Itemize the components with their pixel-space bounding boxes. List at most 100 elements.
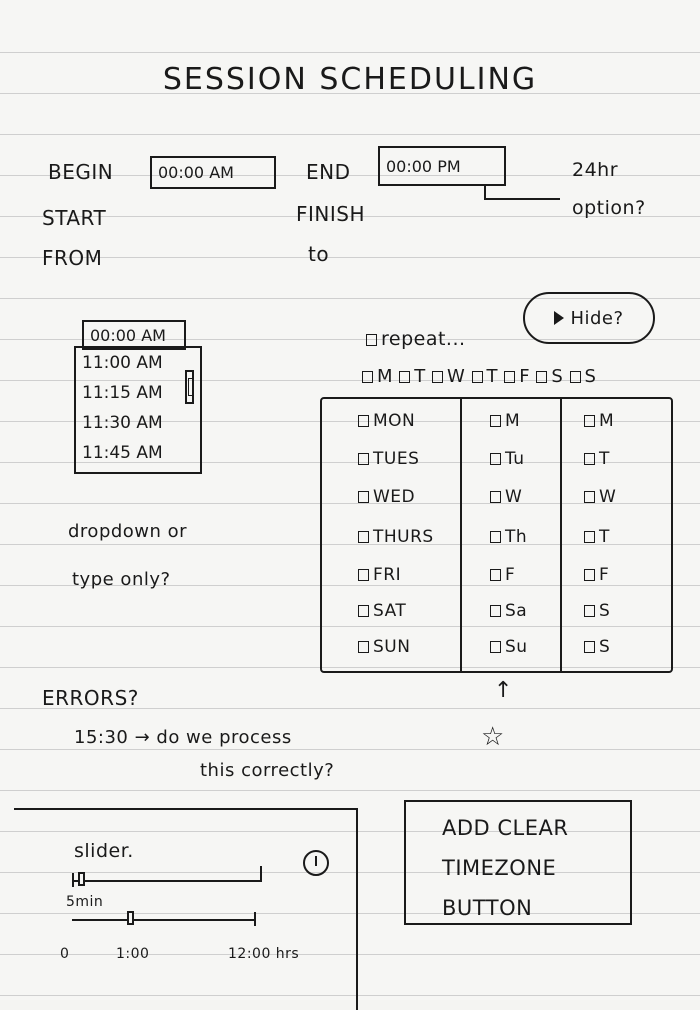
checkbox-icon[interactable] — [584, 491, 595, 503]
dropdown-selected[interactable]: 00:00 AM — [82, 320, 186, 350]
dropdown-list[interactable]: 11:00 AM 11:15 AM 11:30 AM 11:45 AM — [74, 346, 202, 474]
day-cell-label: F — [599, 565, 610, 585]
checkbox-icon[interactable] — [490, 531, 501, 543]
dropdown-scrollbar[interactable] — [185, 370, 194, 404]
todo-box: ADD CLEAR TIMEZONE BUTTON — [404, 800, 632, 925]
checkbox-icon[interactable] — [358, 453, 369, 465]
checkbox-icon[interactable] — [358, 415, 369, 427]
slider-thumb[interactable] — [77, 872, 85, 886]
day-cell[interactable]: M — [490, 411, 520, 431]
dropdown-option[interactable]: 11:15 AM — [82, 383, 163, 403]
day-cell-label: Th — [505, 527, 528, 547]
day-cell[interactable]: T — [584, 449, 610, 469]
up-arrow-icon: ↑ — [494, 678, 513, 703]
note-24hr-line2: option? — [572, 197, 646, 219]
day-cell[interactable]: FRI — [358, 565, 401, 585]
begin-time-field[interactable] — [158, 163, 268, 182]
finish-label: FINISH — [296, 202, 365, 226]
day-cell[interactable]: SAT — [358, 601, 406, 621]
day-cell[interactable]: S — [584, 637, 610, 657]
day-cell[interactable]: T — [584, 527, 610, 547]
day-cell[interactable]: W — [490, 487, 522, 507]
day-cell[interactable]: F — [584, 565, 609, 585]
day-letter: M — [377, 366, 394, 387]
dropdown-option[interactable]: 11:00 AM — [82, 353, 163, 373]
day-letter: F — [519, 366, 531, 387]
checkbox-icon[interactable] — [490, 641, 501, 653]
hide-button[interactable]: Hide? — [523, 292, 655, 344]
slider-track[interactable] — [72, 919, 256, 921]
slider-track[interactable] — [72, 880, 262, 882]
checkbox-icon[interactable] — [490, 415, 501, 427]
day-cell[interactable]: MON — [358, 411, 415, 431]
slider-thumb[interactable] — [127, 911, 135, 925]
day-cell[interactable]: Tu — [490, 449, 525, 469]
dropdown-option[interactable]: 11:30 AM — [82, 413, 163, 433]
note-dropdown-line1: dropdown or — [68, 521, 188, 542]
day-checkbox[interactable] — [362, 371, 373, 383]
day-cell-label: SAT — [373, 601, 407, 621]
star-icon: ☆ — [481, 722, 505, 752]
day-checkbox[interactable] — [536, 371, 548, 383]
day-cell[interactable]: W — [584, 487, 616, 507]
clock-icon — [303, 850, 329, 876]
day-cell[interactable]: Th — [490, 527, 527, 547]
day-checkbox[interactable] — [569, 371, 581, 383]
day-cell[interactable]: WED — [358, 487, 415, 507]
to-label: to — [308, 242, 330, 266]
checkbox-icon[interactable] — [584, 531, 595, 543]
slider-tick-label: 0 — [60, 946, 70, 962]
day-cell-label: MON — [373, 411, 416, 431]
checkbox-icon[interactable] — [490, 605, 501, 617]
checkbox-icon[interactable] — [358, 491, 369, 503]
callout-line — [484, 186, 486, 200]
checkbox-icon[interactable] — [584, 453, 595, 465]
checkbox-icon[interactable] — [358, 531, 369, 543]
day-letter-row: M T W T F S S — [362, 366, 596, 387]
checkbox-icon[interactable] — [358, 605, 369, 617]
days-grid: MON TUES WED THURS FRI SAT SUN M Tu W Th… — [320, 397, 673, 673]
checkbox-icon[interactable] — [366, 334, 377, 346]
day-letter: W — [447, 366, 466, 387]
errors-note-line1: 15:30 → do we process — [74, 727, 292, 748]
day-cell-label: T — [599, 527, 610, 547]
day-cell-label: W — [599, 487, 617, 507]
day-cell-label: THURS — [373, 527, 434, 547]
checkbox-icon[interactable] — [584, 569, 595, 581]
day-cell[interactable]: S — [584, 601, 610, 621]
day-cell[interactable]: TUES — [358, 449, 419, 469]
checkbox-icon[interactable] — [490, 491, 501, 503]
hide-label: Hide? — [570, 307, 624, 329]
day-cell[interactable]: F — [490, 565, 515, 585]
day-cell[interactable]: Sa — [490, 601, 527, 621]
day-cell[interactable]: M — [584, 411, 614, 431]
repeat-checkbox[interactable]: repeat... — [366, 328, 466, 350]
end-time-input[interactable] — [378, 146, 506, 186]
day-cell-label: WED — [373, 487, 416, 507]
begin-time-input[interactable] — [150, 156, 276, 189]
checkbox-icon[interactable] — [584, 605, 595, 617]
todo-line: ADD CLEAR — [442, 816, 569, 840]
checkbox-icon[interactable] — [490, 569, 501, 581]
checkbox-icon[interactable] — [358, 641, 369, 653]
day-cell-label: T — [599, 449, 610, 469]
day-letter: S — [584, 366, 597, 387]
end-time-field[interactable] — [386, 156, 498, 176]
todo-line: BUTTON — [442, 896, 533, 920]
dropdown-option[interactable]: 11:45 AM — [82, 443, 163, 463]
day-checkbox[interactable] — [504, 371, 516, 383]
day-cell[interactable]: Su — [490, 637, 528, 657]
day-checkbox[interactable] — [399, 371, 411, 383]
checkbox-icon[interactable] — [358, 569, 369, 581]
day-checkbox[interactable] — [432, 371, 443, 383]
day-cell[interactable]: SUN — [358, 637, 410, 657]
day-cell-label: F — [505, 565, 516, 585]
checkbox-icon[interactable] — [584, 415, 595, 427]
day-checkbox[interactable] — [471, 371, 483, 383]
callout-line-horizontal — [484, 198, 560, 200]
day-letter: T — [486, 366, 499, 387]
day-cell[interactable]: THURS — [358, 527, 434, 547]
day-letter: S — [551, 366, 564, 387]
checkbox-icon[interactable] — [490, 453, 501, 465]
checkbox-icon[interactable] — [584, 641, 595, 653]
